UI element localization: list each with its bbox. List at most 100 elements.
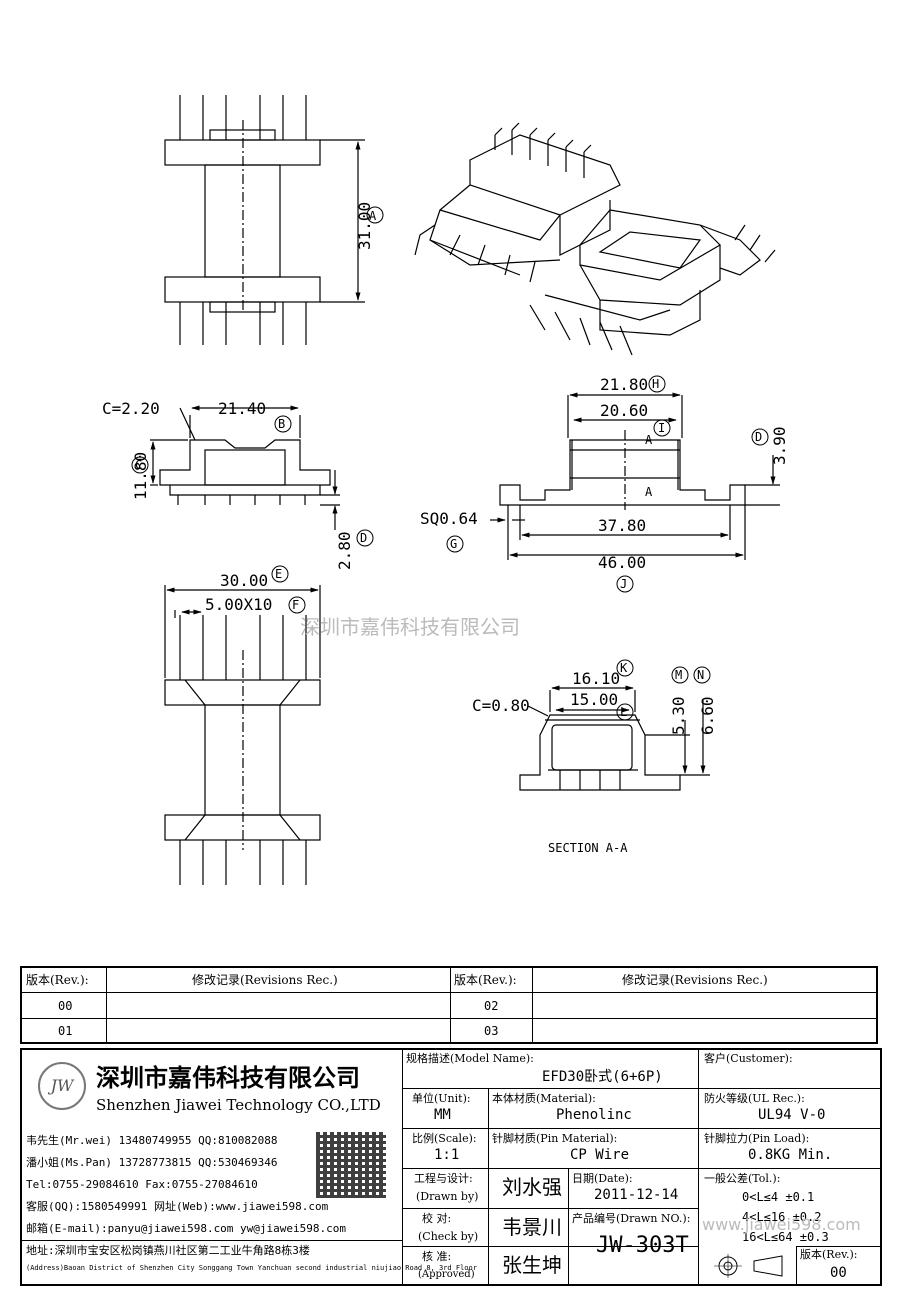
dim-37-80: 37.80 [598, 516, 646, 535]
front-view [490, 392, 780, 560]
model-value: EFD30卧式(6+6P) [542, 1069, 663, 1085]
drawn-by-label-en: (Drawn by) [416, 1190, 479, 1203]
dim-46-00: 46.00 [598, 553, 646, 572]
rev-header-a: 版本(Rev.): [26, 973, 89, 987]
unit-value: MM [434, 1107, 451, 1123]
unit-label: 单位(Unit): [412, 1092, 471, 1105]
company-logo: JW [38, 1062, 86, 1110]
address-en: (Address)Baoan District of Shenzhen City… [26, 1264, 477, 1272]
customer-label: 客户(Customer): [704, 1052, 793, 1065]
check-by-label-en: (Check by) [418, 1230, 479, 1243]
check-by-value: 韦景川 [502, 1215, 562, 1239]
company-panel: JW 深圳市嘉伟科技有限公司 Shenzhen Jiawei Technolog… [22, 1050, 477, 1284]
section-mark-lower: A [645, 485, 653, 499]
pin-material-label: 针脚材质(Pin Material): [492, 1132, 618, 1145]
drawn-by-label: 工程与设计: [414, 1172, 473, 1185]
dim-30-00: 30.00 [220, 571, 268, 590]
scale-value: 1:1 [434, 1147, 460, 1163]
svg-text:N: N [697, 668, 704, 682]
rev-row-00: 00 [58, 999, 73, 1013]
rev-header-b: 版本(Rev.): [454, 973, 517, 987]
section-a-a-view [519, 685, 710, 791]
ul-label: 防火等级(UL Rec.): [704, 1092, 805, 1105]
dim-sq: SQ0.64 [420, 509, 478, 528]
isometric-view [414, 122, 776, 356]
dim-6-60: 6.60 [698, 696, 717, 735]
company-name-cn: 深圳市嘉伟科技有限公司 [96, 1064, 360, 1092]
dim-21-80: 21.80 [600, 375, 648, 394]
pin-material-value: CP Wire [570, 1147, 630, 1163]
approved-label: 核 准: [422, 1250, 452, 1263]
rec-header-b: 修改记录(Revisions Rec.) [622, 973, 768, 987]
side-view [150, 405, 340, 530]
contact-tel: Tel:0755-29084610 Fax:0755-27084610 [26, 1178, 258, 1191]
rev-label: 版本(Rev.): [800, 1248, 858, 1261]
rec-header-a: 修改记录(Revisions Rec.) [192, 973, 338, 987]
tolerance-label: 一般公差(Tol.): [704, 1172, 781, 1185]
company-name-en: Shenzhen Jiawei Technology CO.,LTD [96, 1096, 381, 1114]
tolerance-row-2: 4<L≤16 ±0.2 [742, 1210, 822, 1224]
svg-text:H: H [652, 377, 659, 391]
address-cn: 地址:深圳市宝安区松岗镇燕川社区第二工业牛角路8栋3楼 [26, 1244, 310, 1257]
svg-text:M: M [675, 668, 682, 682]
svg-text:C: C [135, 458, 142, 472]
approved-value: 张生坤 [502, 1253, 562, 1277]
watermark-url: www.jiawei598.com [702, 1215, 861, 1234]
contact-qq-web: 客服(QQ):1580549991 网址(Web):www.jiawei598.… [26, 1200, 329, 1213]
dim-16-10: 16.10 [572, 669, 620, 688]
dim-pitch: 5.00X10 [205, 595, 272, 614]
tolerance-row-3: 16<L≤64 ±0.3 [742, 1230, 829, 1244]
dim-2-80: 2.80 [335, 531, 354, 570]
section-mark-upper: A [645, 433, 653, 447]
tolerance-row-1: 0<L≤4 ±0.1 [742, 1190, 815, 1204]
check-by-label: 校 对: [422, 1212, 452, 1225]
svg-text:L: L [620, 705, 627, 719]
drawn-by-value: 刘水强 [502, 1175, 562, 1199]
contact-email: 邮箱(E-mail):panyu@jiawei598.com yw@jiawei… [26, 1222, 347, 1235]
drawn-no-value: JW-303T [596, 1233, 689, 1258]
pin-load-label: 针脚拉力(Pin Load): [704, 1132, 810, 1145]
svg-text:J: J [620, 577, 627, 591]
svg-text:D: D [360, 531, 367, 545]
material-label: 本体材质(Material): [492, 1092, 596, 1105]
dim-21-40: 21.40 [218, 399, 266, 418]
svg-text:E: E [275, 567, 282, 581]
dim-11-80: 11.80 [131, 452, 150, 500]
scale-label: 比例(Scale): [412, 1132, 477, 1145]
watermark: 深圳市嘉伟科技有限公司 [300, 615, 520, 639]
date-label: 日期(Date): [572, 1172, 633, 1185]
svg-text:F: F [292, 598, 299, 612]
projection-symbol [714, 1254, 783, 1278]
section-label: SECTION A-A [548, 841, 628, 855]
rev-row-01: 01 [58, 1024, 73, 1038]
drawn-no-label: 产品编号(Drawn NO.): [572, 1212, 691, 1225]
contact-pan: 潘小姐(Ms.Pan) 13728773815 QQ:530469346 [26, 1156, 278, 1169]
rev-value: 00 [830, 1265, 847, 1281]
dim-31: 31.00 [355, 202, 374, 250]
technical-drawing: 31.00 A C=2.20 21.40 B 11.80 C 2.80 D 21… [102, 95, 789, 885]
dim-chamfer: C=2.20 [102, 399, 160, 418]
svg-text:B: B [278, 417, 285, 431]
revision-table: 版本(Rev.): 修改记录(Revisions Rec.) 版本(Rev.):… [20, 966, 878, 1044]
dim-c-0-80: C=0.80 [472, 696, 530, 715]
date-value: 2011-12-14 [594, 1187, 679, 1203]
rev-row-02: 02 [484, 999, 499, 1013]
qr-code [316, 1132, 386, 1198]
dim-15-00: 15.00 [570, 690, 618, 709]
approved-label-en: (Approved) [418, 1269, 475, 1280]
title-block: JW 深圳市嘉伟科技有限公司 Shenzhen Jiawei Technolog… [20, 1048, 882, 1286]
pin-load-value: 0.8KG Min. [748, 1147, 833, 1163]
dim-5-30: 5.30 [669, 696, 688, 735]
svg-text:K: K [620, 661, 628, 675]
svg-text:I: I [658, 421, 665, 435]
top-view-pins-lower [179, 302, 307, 345]
rev-row-03: 03 [484, 1024, 499, 1038]
dim-20-60: 20.60 [600, 401, 648, 420]
top-view [164, 95, 365, 345]
dim-3-90: 3.90 [770, 426, 789, 465]
bottom-view [164, 585, 321, 885]
top-view-pins-upper [179, 95, 307, 140]
contact-wei: 韦先生(Mr.wei) 13480749955 QQ:810082088 [26, 1134, 278, 1147]
model-label: 规格描述(Model Name): [406, 1052, 534, 1065]
ul-value: UL94 V-0 [758, 1107, 826, 1123]
